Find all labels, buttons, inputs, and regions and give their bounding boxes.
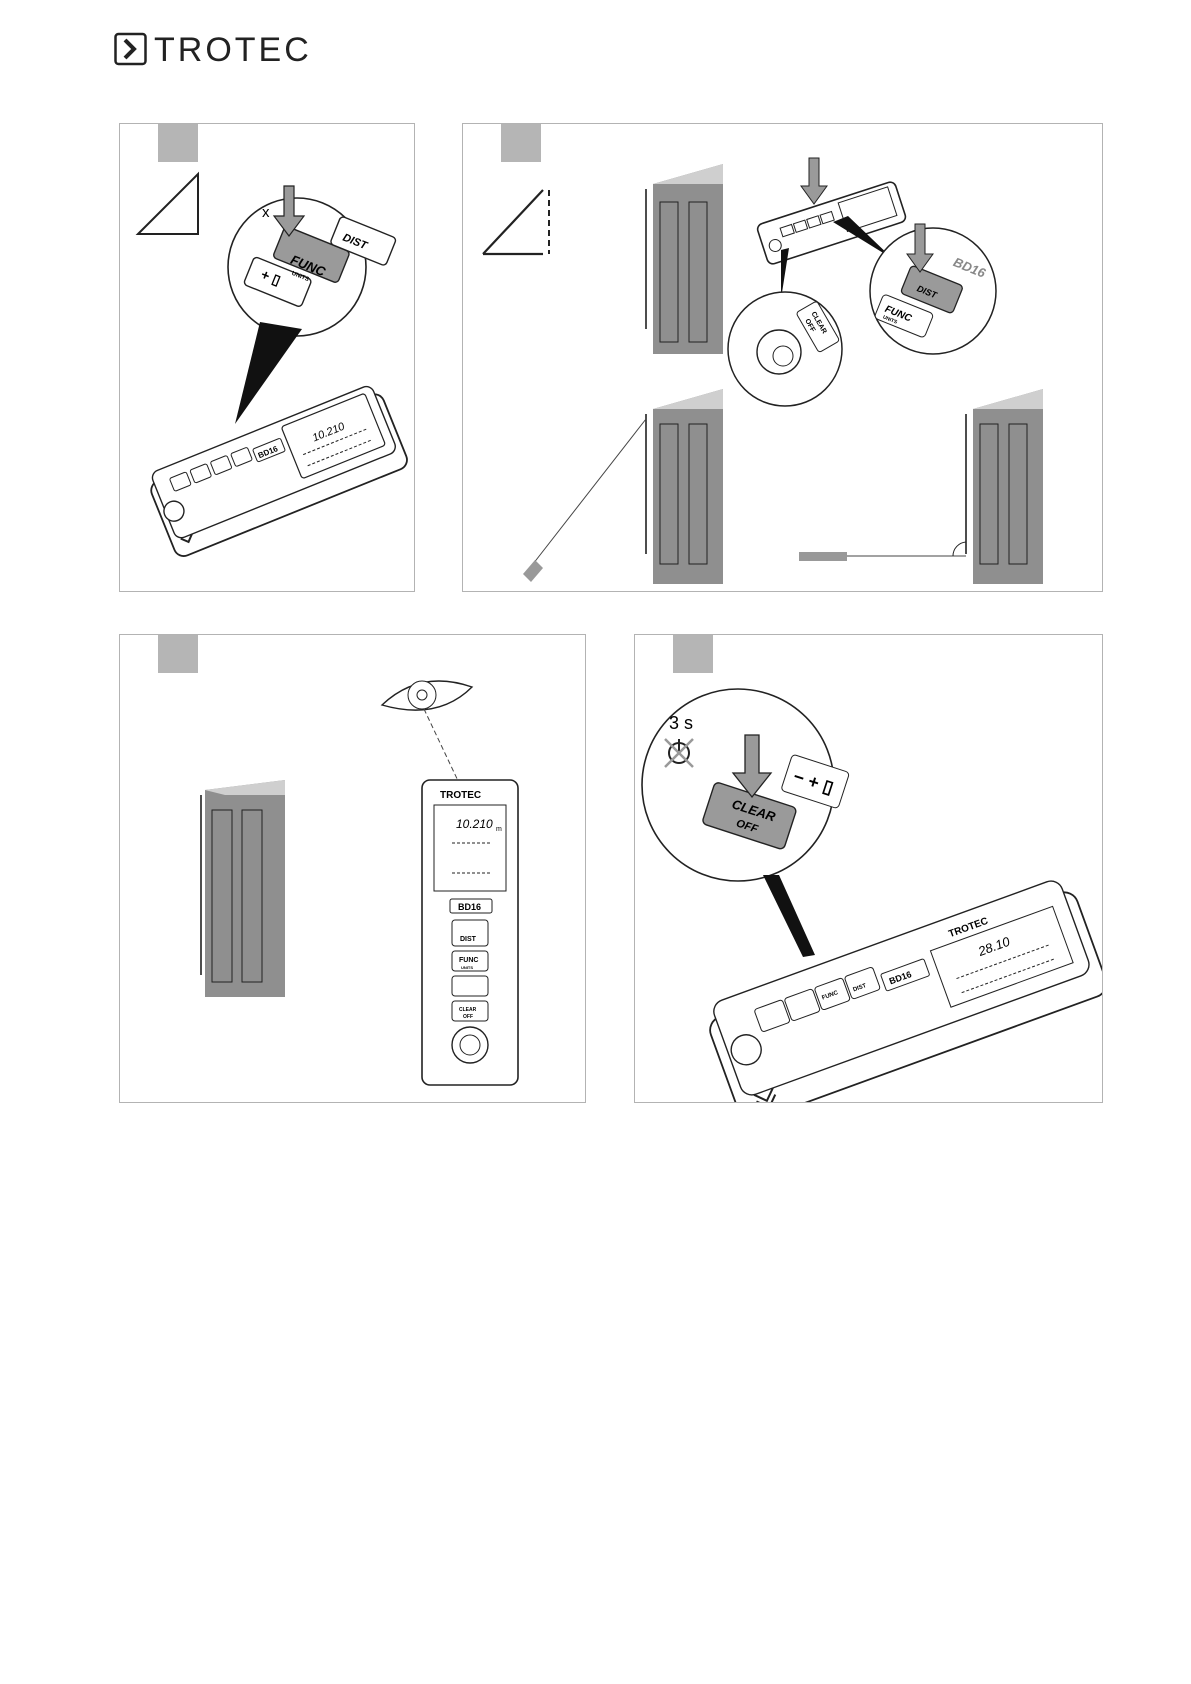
off-label: OFF (463, 1014, 473, 1020)
brand-name: TROTEC (154, 32, 312, 68)
panel-1-illustration: FUNC UNITS DIST + ▯ x 10.210 BD16 (120, 124, 415, 592)
laser-device: 10.210 BD16 (144, 382, 410, 559)
units-label: UNITS (461, 965, 473, 970)
panel-2-illustration: CLEAR OFF DIST FUNC UNITS BD16 (463, 124, 1103, 592)
press-arrow-icon (801, 158, 827, 204)
clear-label: CLEAR (459, 1007, 477, 1013)
step-panel-2: CLEAR OFF DIST FUNC UNITS BD16 (462, 123, 1103, 592)
display-value: 10.210 (456, 817, 493, 831)
logo-chevron-icon (114, 32, 148, 68)
dist-label: DIST (460, 936, 477, 943)
building-icon (523, 389, 723, 584)
display-unit: m (496, 826, 502, 833)
device-brand: TROTEC (440, 790, 481, 801)
hold-time-label: 3 s (669, 713, 693, 733)
callout-cone (235, 322, 302, 424)
eye-icon (382, 681, 472, 785)
laser-device-front: TROTEC 10.210 m BD16 DIST FUNC UNITS CLE… (422, 780, 518, 1085)
func-label: FUNC (459, 957, 478, 964)
building-icon (201, 780, 285, 997)
laser-device: TROTEC 28.10 BD16 DIST FUNC (701, 874, 1103, 1103)
power-icon (665, 739, 693, 767)
model-label: BD16 (458, 902, 481, 912)
panel-3-illustration: TROTEC 10.210 m BD16 DIST FUNC UNITS CLE… (120, 635, 586, 1103)
building-icon (646, 164, 723, 354)
step-panel-3: TROTEC 10.210 m BD16 DIST FUNC UNITS CLE… (119, 634, 586, 1103)
step-panel-4: CLEAR OFF − + ▯ 3 s TROTEC 28.10 BD16 DI… (634, 634, 1103, 1103)
callout-cone (763, 875, 815, 957)
panel-4-illustration: CLEAR OFF − + ▯ 3 s TROTEC 28.10 BD16 DI… (635, 635, 1103, 1103)
triangle-height-icon (483, 190, 549, 254)
step-panel-1: FUNC UNITS DIST + ▯ x 10.210 BD16 (119, 123, 415, 592)
triangle-measure-icon (138, 174, 198, 234)
building-icon (799, 389, 1043, 584)
press-count-label: x (262, 204, 270, 221)
trotec-logo: TROTEC (114, 32, 354, 68)
